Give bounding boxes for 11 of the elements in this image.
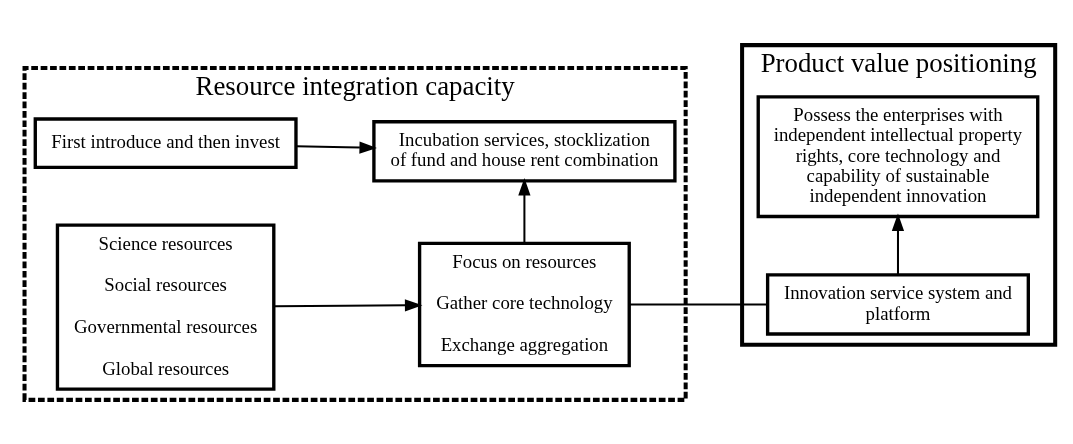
node-box: Incubation services, stocklization of fund and house rent combination [372, 119, 677, 182]
node-box: Innovation service system and platform [765, 272, 1030, 336]
node-box: Possess the enterprises with independent intellectual property rights, core technology and capability of sustainable independent innovation [756, 94, 1040, 218]
node-box: First introduce and then invest [33, 116, 298, 169]
arrow [273, 298, 423, 311]
node-box: Focus on resources Gather core technology Exchange aggregation [417, 241, 631, 367]
node-box: Science resources Social resources Governmental resources Global resources [55, 223, 276, 391]
connector [629, 302, 768, 305]
arrow [518, 177, 531, 243]
arrow [891, 212, 905, 274]
arrow [296, 140, 377, 154]
